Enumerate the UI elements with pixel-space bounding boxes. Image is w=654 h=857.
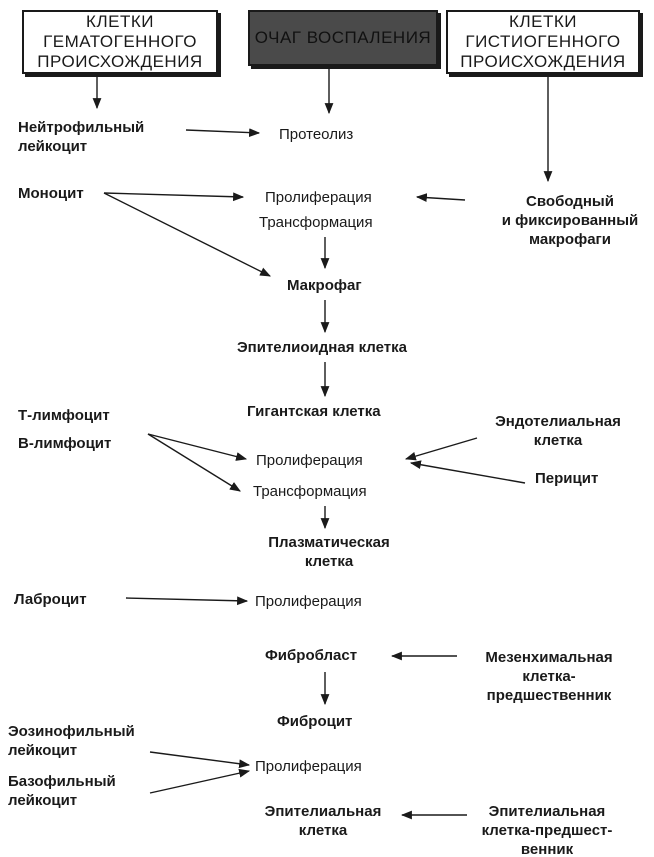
epi-precursor-line-1: Эпителиальная [488, 803, 606, 820]
epithelial-cell-label: Эпителиальная клетка [265, 802, 382, 840]
endothelial-line-2: клетка [533, 432, 583, 449]
epithelial-cell-line-2: клетка [298, 822, 348, 839]
fibroblast-label: Фибробласт [265, 647, 358, 664]
epithelial-precursor-label: Эпителиальная клетка-предшест- венник [482, 802, 613, 857]
header-hematogenous-box: КЛЕТКИ ГЕМАТОГЕННОГО ПРОИСХОЖДЕНИЯ [22, 10, 218, 74]
neutrophil-line-2: лейкоцит [18, 138, 88, 155]
arrow-basophil-to-proliferation [149, 768, 251, 794]
giant-cell-label: Гигантская клетка [247, 403, 381, 420]
t-lymphocyte-label: Т-лимфоцит [18, 407, 110, 424]
header-hematogenous-line-1: КЛЕТКИ [86, 12, 154, 31]
arrow-neutrophil-to-proteolysis [185, 128, 261, 137]
header-histiogenous-box: КЛЕТКИ ГИСТИОГЕННОГО ПРОИСХОЖДЕНИЯ [446, 10, 640, 74]
eosinophil-line-2: лейкоцит [8, 742, 78, 759]
proliferation-4-label: Пролиферация [255, 758, 362, 775]
eosinophil-line-1: Эозинофильный [8, 723, 135, 740]
header-focus-label: ОЧАГ ВОСПАЛЕНИЯ [254, 28, 432, 47]
proliferation-1-label: Пролиферация [265, 189, 372, 206]
header-histiogenous-line-3: ПРОИСХОЖДЕНИЯ [460, 52, 626, 71]
arrow-endothelial-to-proliferation [404, 437, 478, 461]
endothelial-cell-label: Эндотелиальная клетка [495, 412, 621, 450]
basophil-line-2: лейкоцит [8, 792, 78, 809]
basophil-label: Базофильный лейкоцит [8, 772, 116, 810]
macrophage-label: Макрофаг [287, 277, 362, 294]
plasma-cell-line-1: Плазматическая [268, 534, 390, 551]
eosinophil-label: Эозинофильный лейкоцит [8, 722, 135, 760]
arrow-eosinophil-to-proliferation [149, 751, 251, 769]
basophil-line-1: Базофильный [8, 773, 116, 790]
endothelial-line-1: Эндотелиальная [495, 413, 621, 430]
free-fixed-macrophages-label: Свободный и фиксированный макрофаги [502, 192, 638, 249]
arrow-pericyte-to-proliferation [409, 460, 526, 484]
pericyte-label: Перицит [535, 470, 599, 487]
header-focus-box: ОЧАГ ВОСПАЛЕНИЯ [248, 10, 438, 66]
fibrocyte-label: Фиброцит [277, 713, 353, 730]
plasma-cell-label: Плазматическая клетка [268, 533, 390, 571]
proliferation-3-label: Пролиферация [255, 593, 362, 610]
mesenchymal-line-2: клетка- [522, 668, 576, 685]
epithelial-cell-line-1: Эпителиальная [264, 803, 382, 820]
macrophages-line-1: Свободный [526, 193, 614, 210]
plasma-cell-line-2: клетка [304, 553, 354, 570]
arrow-monocyte-to-proliferation [103, 192, 245, 202]
macrophages-line-3: макрофаги [528, 231, 612, 248]
arrow-b-lymph-to-transformation [147, 433, 241, 492]
header-hematogenous-line-3: ПРОИСХОЖДЕНИЯ [37, 52, 203, 71]
header-histiogenous-line-1: КЛЕТКИ [509, 12, 577, 31]
mesenchymal-precursor-label: Мезенхимальная клетка- предшественник [485, 648, 612, 705]
epi-precursor-line-2: клетка-предшест- [481, 822, 613, 839]
transformation-2-label: Трансформация [253, 483, 367, 500]
header-histiogenous-line-2: ГИСТИОГЕННОГО [465, 32, 621, 51]
arrow-monocyte-to-macrophage [103, 192, 271, 277]
b-lymphocyte-label: В-лимфоцит [18, 435, 112, 452]
header-hematogenous-line-2: ГЕМАТОГЕННОГО [43, 32, 197, 51]
macrophages-line-2: и фиксированный [501, 212, 639, 229]
mesenchymal-line-3: предшественник [486, 687, 612, 704]
epithelioid-cell-label: Эпителиоидная клетка [237, 339, 407, 356]
monocyte-label: Моноцит [18, 185, 84, 202]
proliferation-2-label: Пролиферация [256, 452, 363, 469]
arrow-labrocyte-to-proliferation [125, 596, 249, 606]
mesenchymal-line-1: Мезенхимальная [485, 649, 613, 666]
arrow-b-lymph-to-proliferation [147, 433, 248, 461]
proteolysis-label: Протеолиз [279, 126, 354, 143]
arrow-macrophages-to-proliferation [415, 193, 466, 203]
neutrophil-label: Нейтрофильный лейкоцит [18, 118, 144, 156]
transformation-1-label: Трансформация [259, 214, 373, 231]
labrocyte-label: Лаброцит [14, 591, 87, 608]
neutrophil-line-1: Нейтрофильный [18, 119, 145, 136]
epi-precursor-line-3: венник [520, 841, 574, 857]
